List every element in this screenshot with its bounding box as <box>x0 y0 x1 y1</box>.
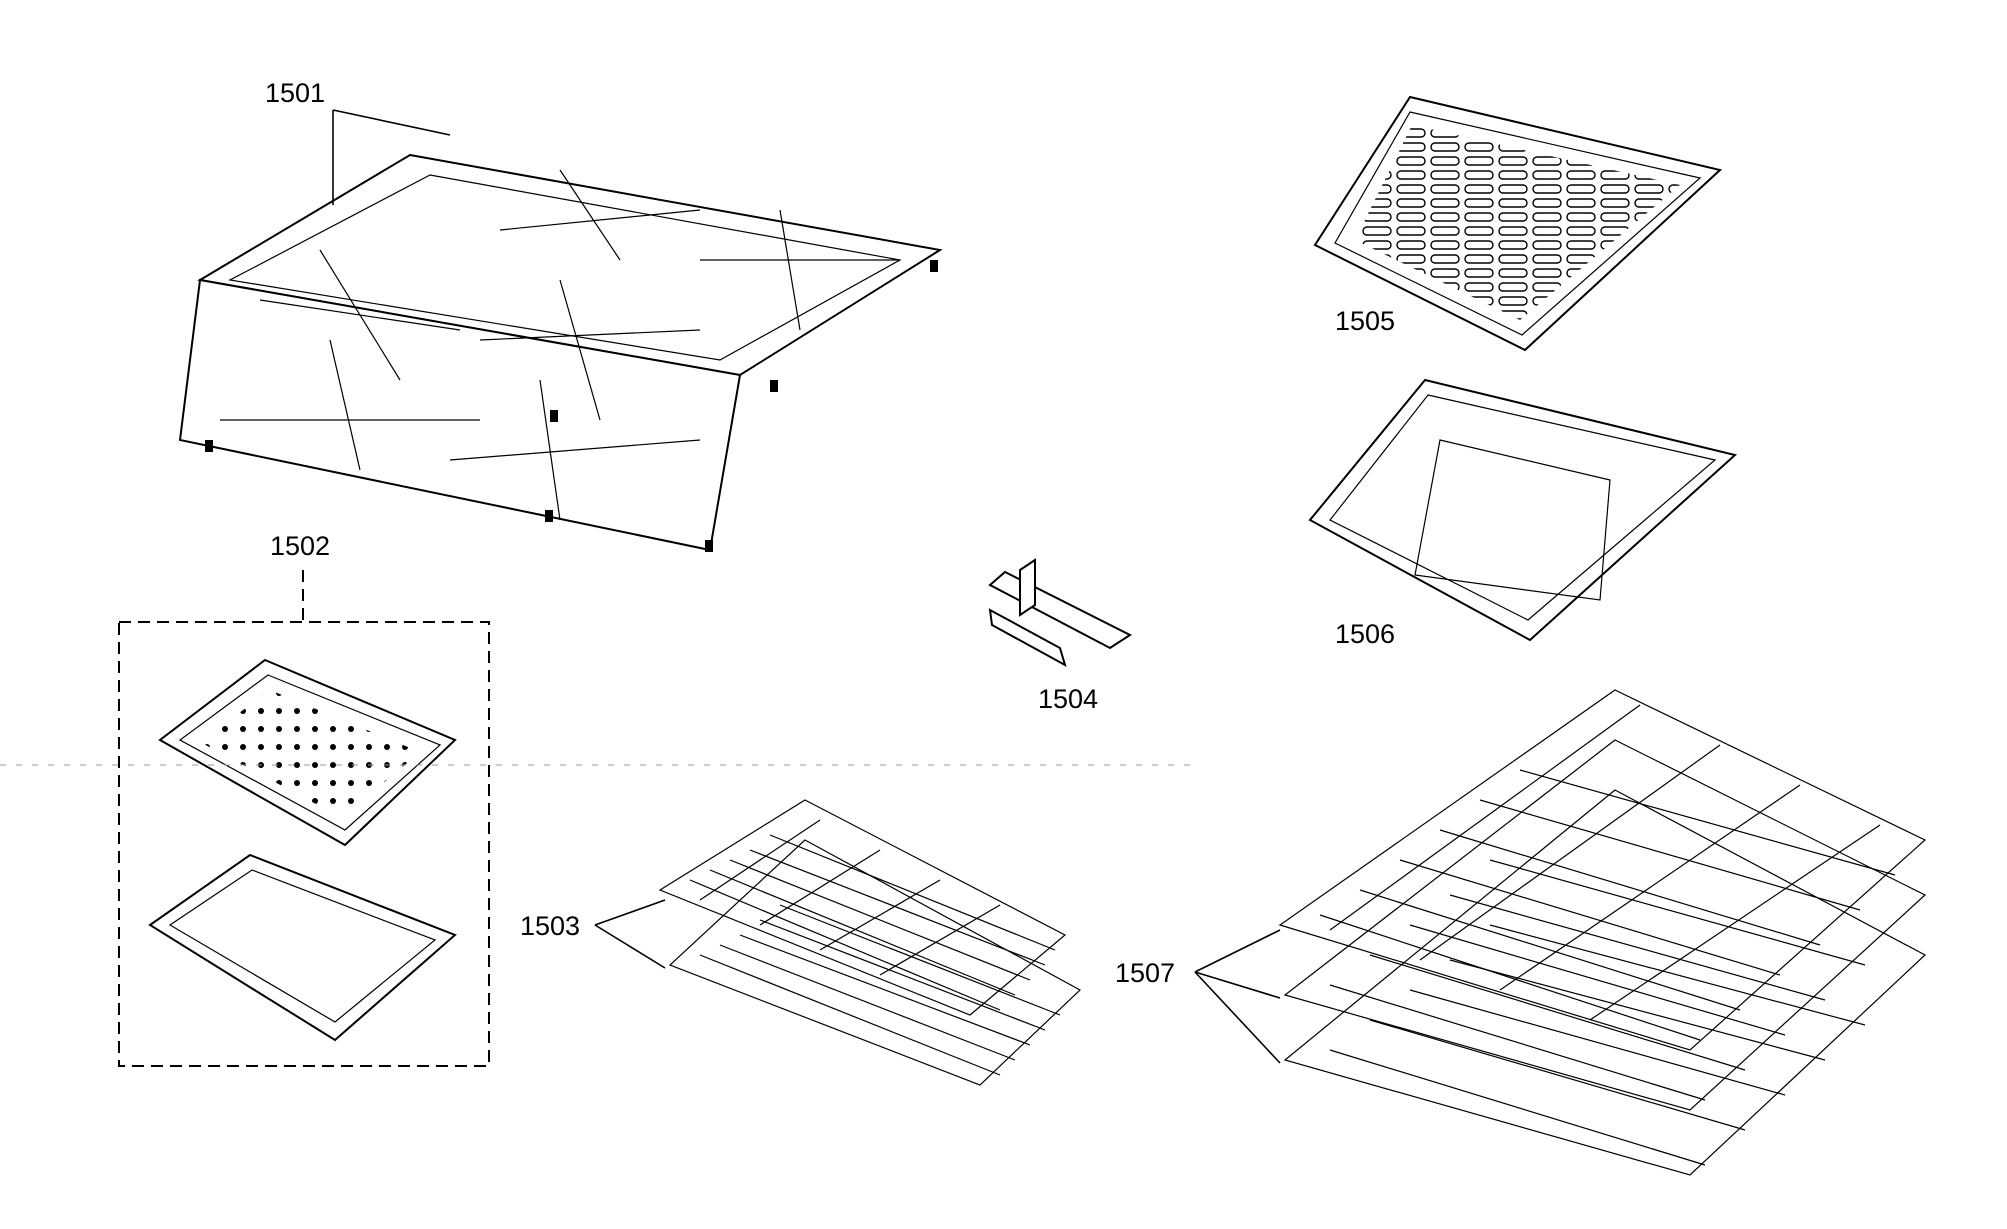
part-1504-bracket <box>988 558 1133 668</box>
label-1506: 1506 <box>1335 619 1395 649</box>
part-1503-oven-racks <box>658 799 1082 1086</box>
label-1505: 1505 <box>1335 306 1395 336</box>
label-1503: 1503 <box>520 911 580 941</box>
part-1502-grill-tray <box>158 658 457 847</box>
group-1502-frame <box>118 621 490 1067</box>
label-1504: 1504 <box>1038 684 1098 714</box>
leader-1501 <box>332 109 451 205</box>
label-1501: 1501 <box>265 78 325 108</box>
label-1507: 1507 <box>1115 958 1175 988</box>
part-1501-grates <box>178 153 943 552</box>
part-1506-broil-pan <box>1308 378 1738 642</box>
leader-1503 <box>594 899 666 969</box>
part-1507-oven-racks <box>1278 689 1927 1176</box>
leader-1507 <box>1194 929 1281 1064</box>
label-1502: 1502 <box>270 531 330 561</box>
part-1502-grill-pan <box>148 853 457 1042</box>
part-1505-broil-grid <box>1313 95 1723 352</box>
